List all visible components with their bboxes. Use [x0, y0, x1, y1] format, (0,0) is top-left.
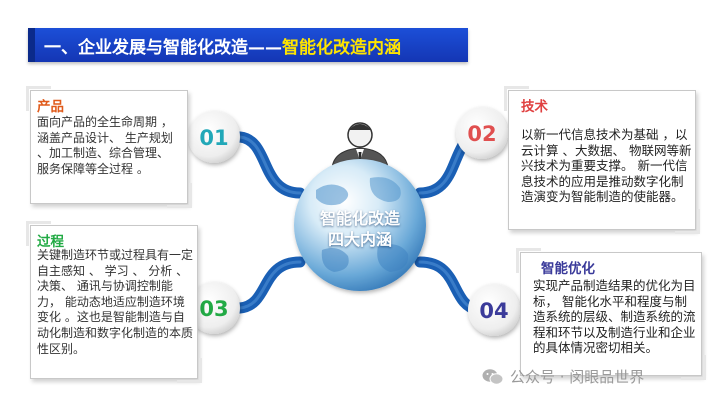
center-label: 智能化改造 四大内涵 — [298, 208, 422, 250]
watermark: 公众号 · 闵眼品世界 — [482, 366, 644, 387]
card-corner — [177, 358, 202, 383]
number-02: 02 — [467, 122, 496, 146]
card-technology: 技术 以新一代信息技术为基础 ，以云计算 、大数据、 物联网等新兴技术为重要支撑… — [504, 86, 700, 234]
card-body: 面向产品的全生命周期 ，涵盖产品设计、 生产规划 、加工制造、综合管理、 服务保… — [37, 115, 173, 176]
card-corner — [26, 221, 51, 246]
card-corner — [504, 86, 529, 111]
title-highlight: 智能化改造内涵 — [282, 37, 401, 58]
card-intelligent-optimization: 智能优化 实现产品制造结果的优化为目标， 智能化水平和程度与制造系统的层级、制造… — [516, 248, 706, 380]
card-title: 过程 — [37, 234, 64, 250]
card-corner — [167, 183, 192, 208]
badge-03: 03 — [188, 282, 240, 334]
card-corner — [26, 86, 51, 111]
card-body: 实现产品制造结果的优化为目标， 智能化水平和程度与制造系统的层级、制造系统的流程… — [533, 278, 696, 355]
globe-icon — [294, 159, 426, 291]
number-04: 04 — [479, 299, 508, 323]
wechat-icon — [482, 368, 504, 385]
watermark-text: 公众号 · 闵眼品世界 — [510, 368, 645, 386]
title-main: 一、企业发展与智能化改造—— — [44, 37, 282, 58]
card-process: 过程 关键制造环节或过程具有一定自主感知 、 学习 、 分析 、决策、 通讯与协… — [26, 221, 202, 383]
card-body: 以新一代信息技术为基础 ，以云计算 、大数据、 物联网等新兴技术为重要支撑。 新… — [521, 127, 692, 204]
number-03: 03 — [199, 297, 228, 321]
card-product: 产品 面向产品的全生命周期 ，涵盖产品设计、 生产规划 、加工制造、综合管理、 … — [26, 86, 192, 208]
number-01: 01 — [199, 126, 228, 150]
center-label-line2: 四大内涵 — [327, 230, 392, 249]
arm-top-left — [234, 131, 306, 199]
card-corner — [681, 355, 706, 380]
badge-04: 04 — [468, 284, 520, 336]
card-corner — [516, 248, 541, 273]
card-body: 关键制造环节或过程具有一定自主感知 、 学习 、 分析 、决策、 通讯与协调控制… — [37, 248, 194, 356]
arm-bottom-left — [234, 256, 306, 314]
card-title: 智能优化 — [541, 261, 595, 277]
card-corner — [675, 209, 700, 234]
badge-02: 02 — [456, 107, 508, 159]
center-label-line1: 智能化改造 — [319, 209, 400, 228]
title-bar: 一、企业发展与智能化改造——智能化改造内涵 — [28, 28, 468, 62]
card-title: 产品 — [37, 99, 64, 115]
card-title: 技术 — [521, 99, 548, 115]
badge-01: 01 — [188, 111, 240, 163]
title-accent — [28, 28, 35, 62]
